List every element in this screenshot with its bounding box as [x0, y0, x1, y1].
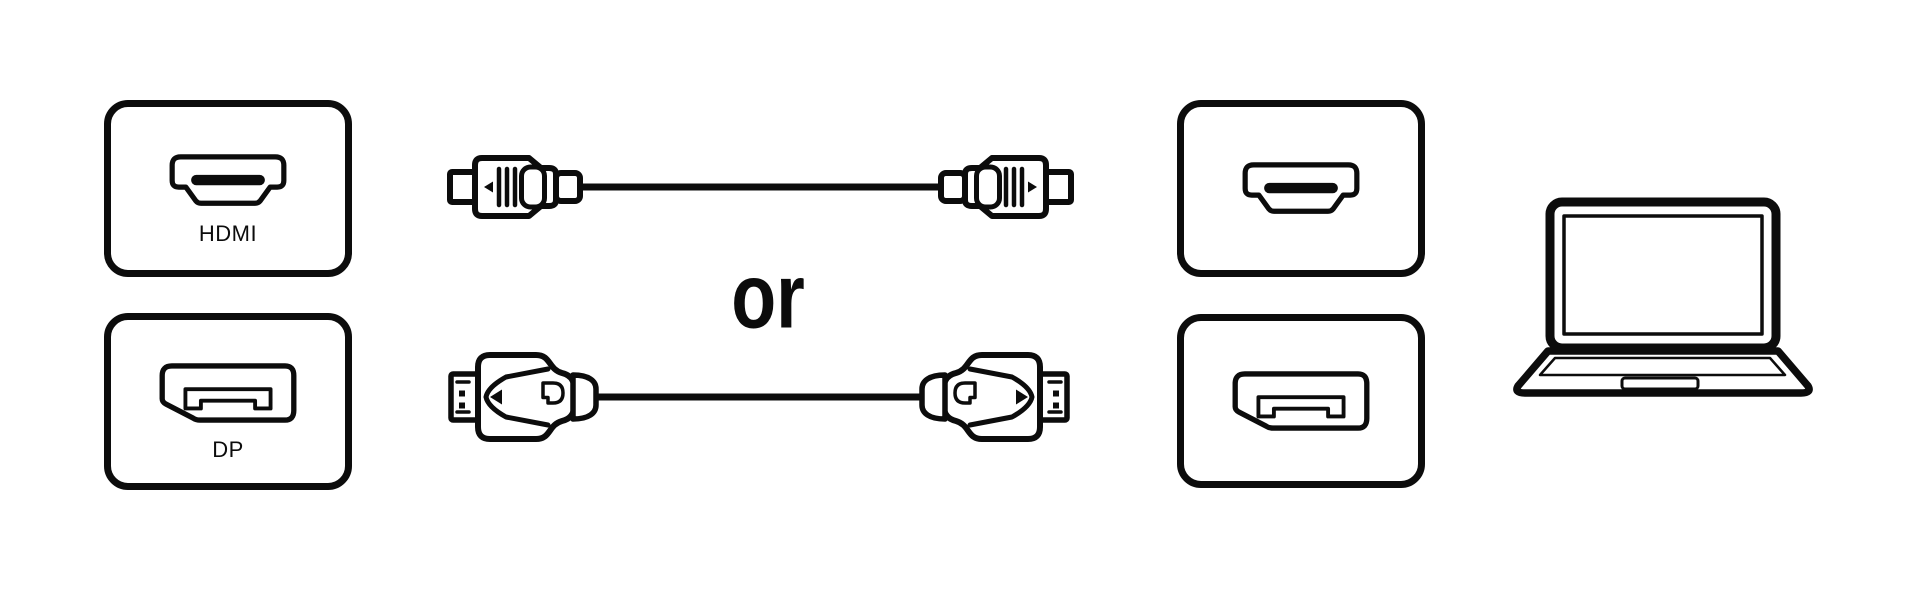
laptop-icon — [1513, 197, 1813, 397]
right-hdmi-port-box — [1177, 100, 1425, 277]
displayport-port-icon — [159, 363, 297, 423]
displayport-cable-icon — [448, 345, 1070, 449]
left-hdmi-port-box: HDMI — [104, 100, 352, 277]
hdmi-cable-icon — [446, 147, 1075, 227]
or-label: or — [731, 245, 805, 348]
hdmi-port-icon — [169, 154, 287, 207]
left-dp-port-box: DP — [104, 313, 352, 490]
hdmi-port-icon — [1242, 162, 1360, 215]
hdmi-port-label: HDMI — [198, 220, 258, 246]
displayport-port-icon — [1232, 371, 1370, 431]
dp-port-label: DP — [212, 437, 244, 462]
right-dp-port-box — [1177, 314, 1425, 488]
